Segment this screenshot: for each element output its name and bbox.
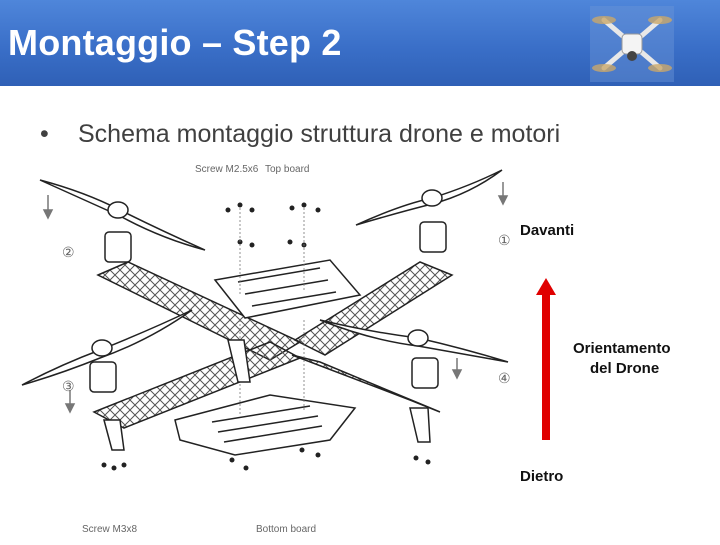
front-label: Davanti	[520, 222, 575, 239]
screw-guides	[239, 208, 305, 415]
slide-title: Montaggio – Step 2	[8, 22, 342, 63]
motor-1-label: ①	[498, 232, 511, 248]
assembly-diagram: Screw M2.5x6 Top board Screw M3x8 Bottom…	[0, 150, 720, 540]
top-board	[213, 259, 362, 319]
orientation-arrow-icon	[536, 278, 556, 440]
label-bottom-board: Bottom board	[256, 524, 317, 535]
motor-2-label: ②	[62, 244, 75, 260]
landing-gear	[103, 339, 431, 451]
frame-arms	[92, 261, 454, 429]
label-screw-top: Screw M2.5x6	[195, 164, 259, 175]
drone-logo-icon	[590, 6, 674, 82]
prop-direction-arrows	[42, 182, 509, 414]
label-top-board: Top board	[265, 164, 310, 175]
bottom-screws	[101, 447, 431, 471]
slide-header: Montaggio – Step 2	[0, 0, 720, 86]
bullet-dot: •	[40, 120, 49, 148]
orientation-caption-line1: Orientamento	[573, 340, 671, 357]
arm-front-right	[293, 261, 454, 356]
motor-4-label: ④	[498, 370, 511, 386]
motor-3-label: ③	[62, 378, 75, 394]
arm-rear-right	[291, 354, 441, 413]
bottom-board	[174, 394, 357, 456]
orientation-caption-line2: del Drone	[590, 360, 660, 377]
bullet-item: • Schema montaggio struttura drone e moto…	[40, 120, 560, 149]
motors	[89, 221, 447, 393]
bullet-text: Schema montaggio struttura drone e motor…	[78, 120, 561, 148]
label-screw-bottom: Screw M3x8	[82, 524, 138, 535]
back-label: Dietro	[520, 468, 564, 485]
propellers	[21, 169, 509, 386]
assembly-drawing	[21, 169, 556, 471]
